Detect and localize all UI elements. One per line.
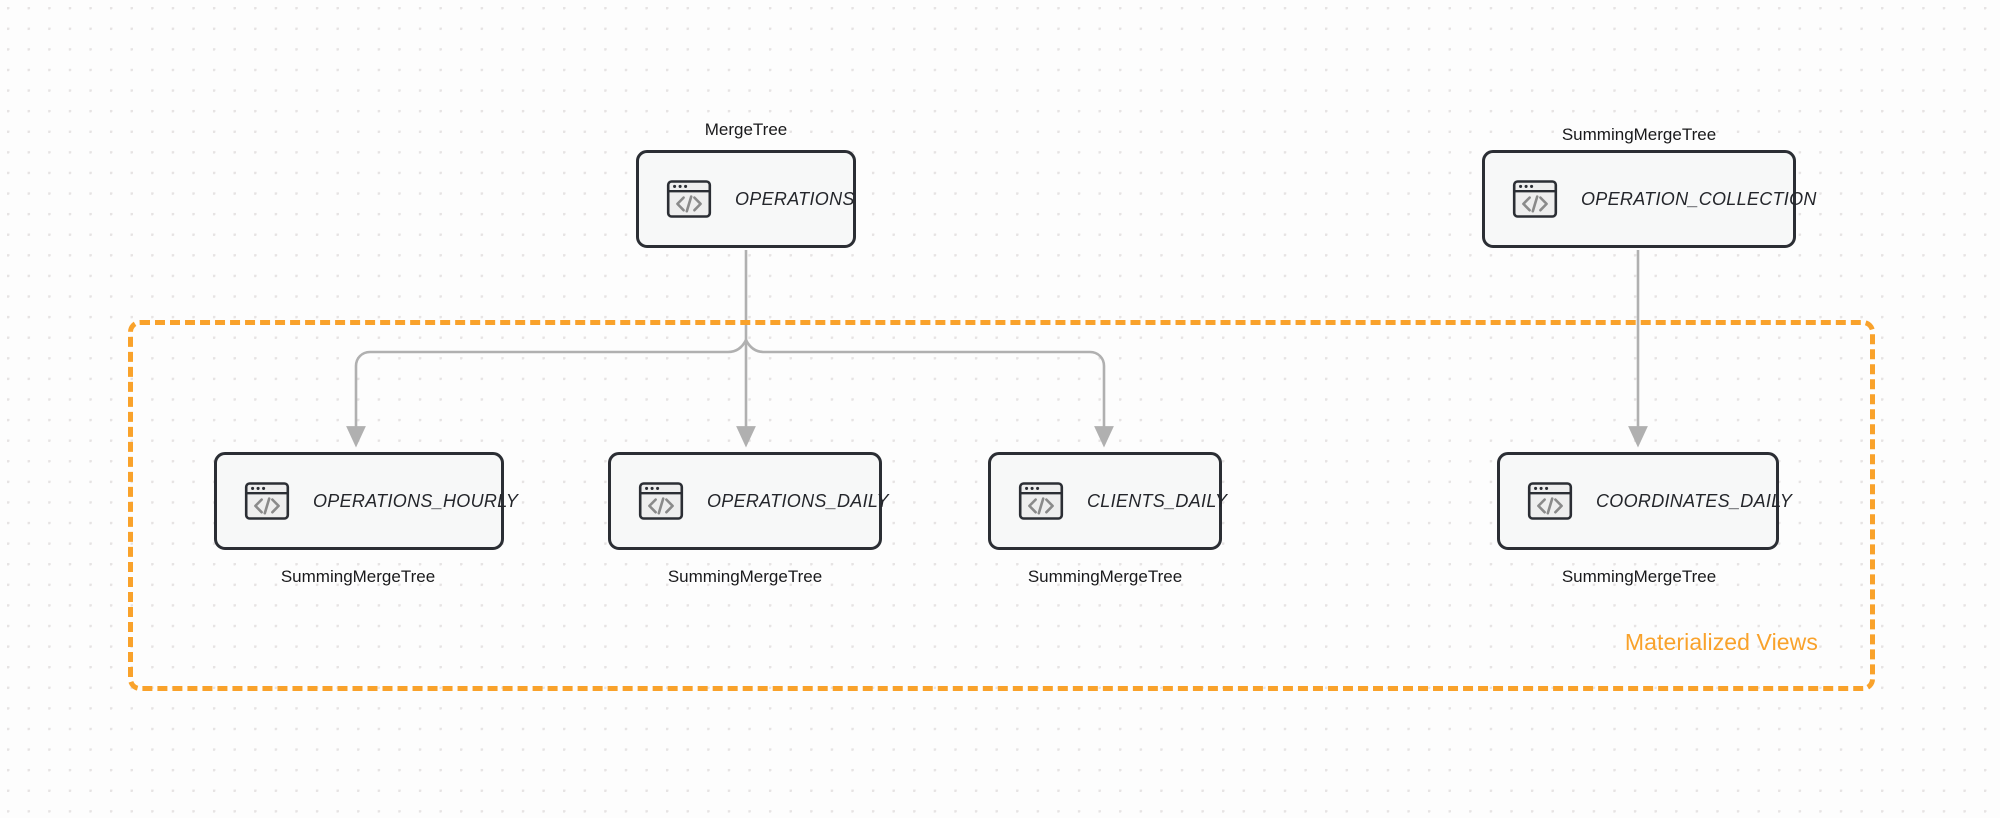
engine-label-operations: MergeTree (704, 120, 788, 139)
node-label: CLIENTS_DAILY (1087, 490, 1228, 511)
node-label: OPERATIONS_DAILY (707, 490, 889, 511)
code-window-icon (666, 180, 712, 218)
engine-label-operations-daily: SummingMergeTree (667, 567, 823, 586)
engine-label-clients-daily: SummingMergeTree (1027, 567, 1183, 586)
node-operation-collection[interactable]: OPERATION_COLLECTION (1482, 150, 1816, 248)
node-label: COORDINATES_DAILY (1596, 490, 1793, 511)
materialized-views-group: Materialized Views (128, 320, 1875, 691)
materialized-views-caption: Materialized Views (1624, 629, 1818, 655)
node-coordinates-daily[interactable]: COORDINATES_DAILY (1497, 452, 1792, 550)
engine-label-operation-collection: SummingMergeTree (1561, 125, 1717, 144)
code-window-icon (244, 482, 290, 520)
code-window-icon (1512, 180, 1558, 218)
engine-label-operations-hourly: SummingMergeTree (280, 567, 436, 586)
code-window-icon (1527, 482, 1573, 520)
node-operations-hourly[interactable]: OPERATIONS_HOURLY (214, 452, 518, 550)
code-window-icon (638, 482, 684, 520)
engine-label-coordinates-daily: SummingMergeTree (1561, 567, 1717, 586)
node-operations-daily[interactable]: OPERATIONS_DAILY (608, 452, 889, 550)
code-window-icon (1018, 482, 1064, 520)
node-operations[interactable]: OPERATIONS (636, 150, 856, 248)
node-label: OPERATIONS_HOURLY (313, 490, 519, 511)
node-clients-daily[interactable]: CLIENTS_DAILY (988, 452, 1227, 550)
node-label: OPERATIONS (735, 188, 855, 209)
node-label: OPERATION_COLLECTION (1581, 188, 1817, 209)
